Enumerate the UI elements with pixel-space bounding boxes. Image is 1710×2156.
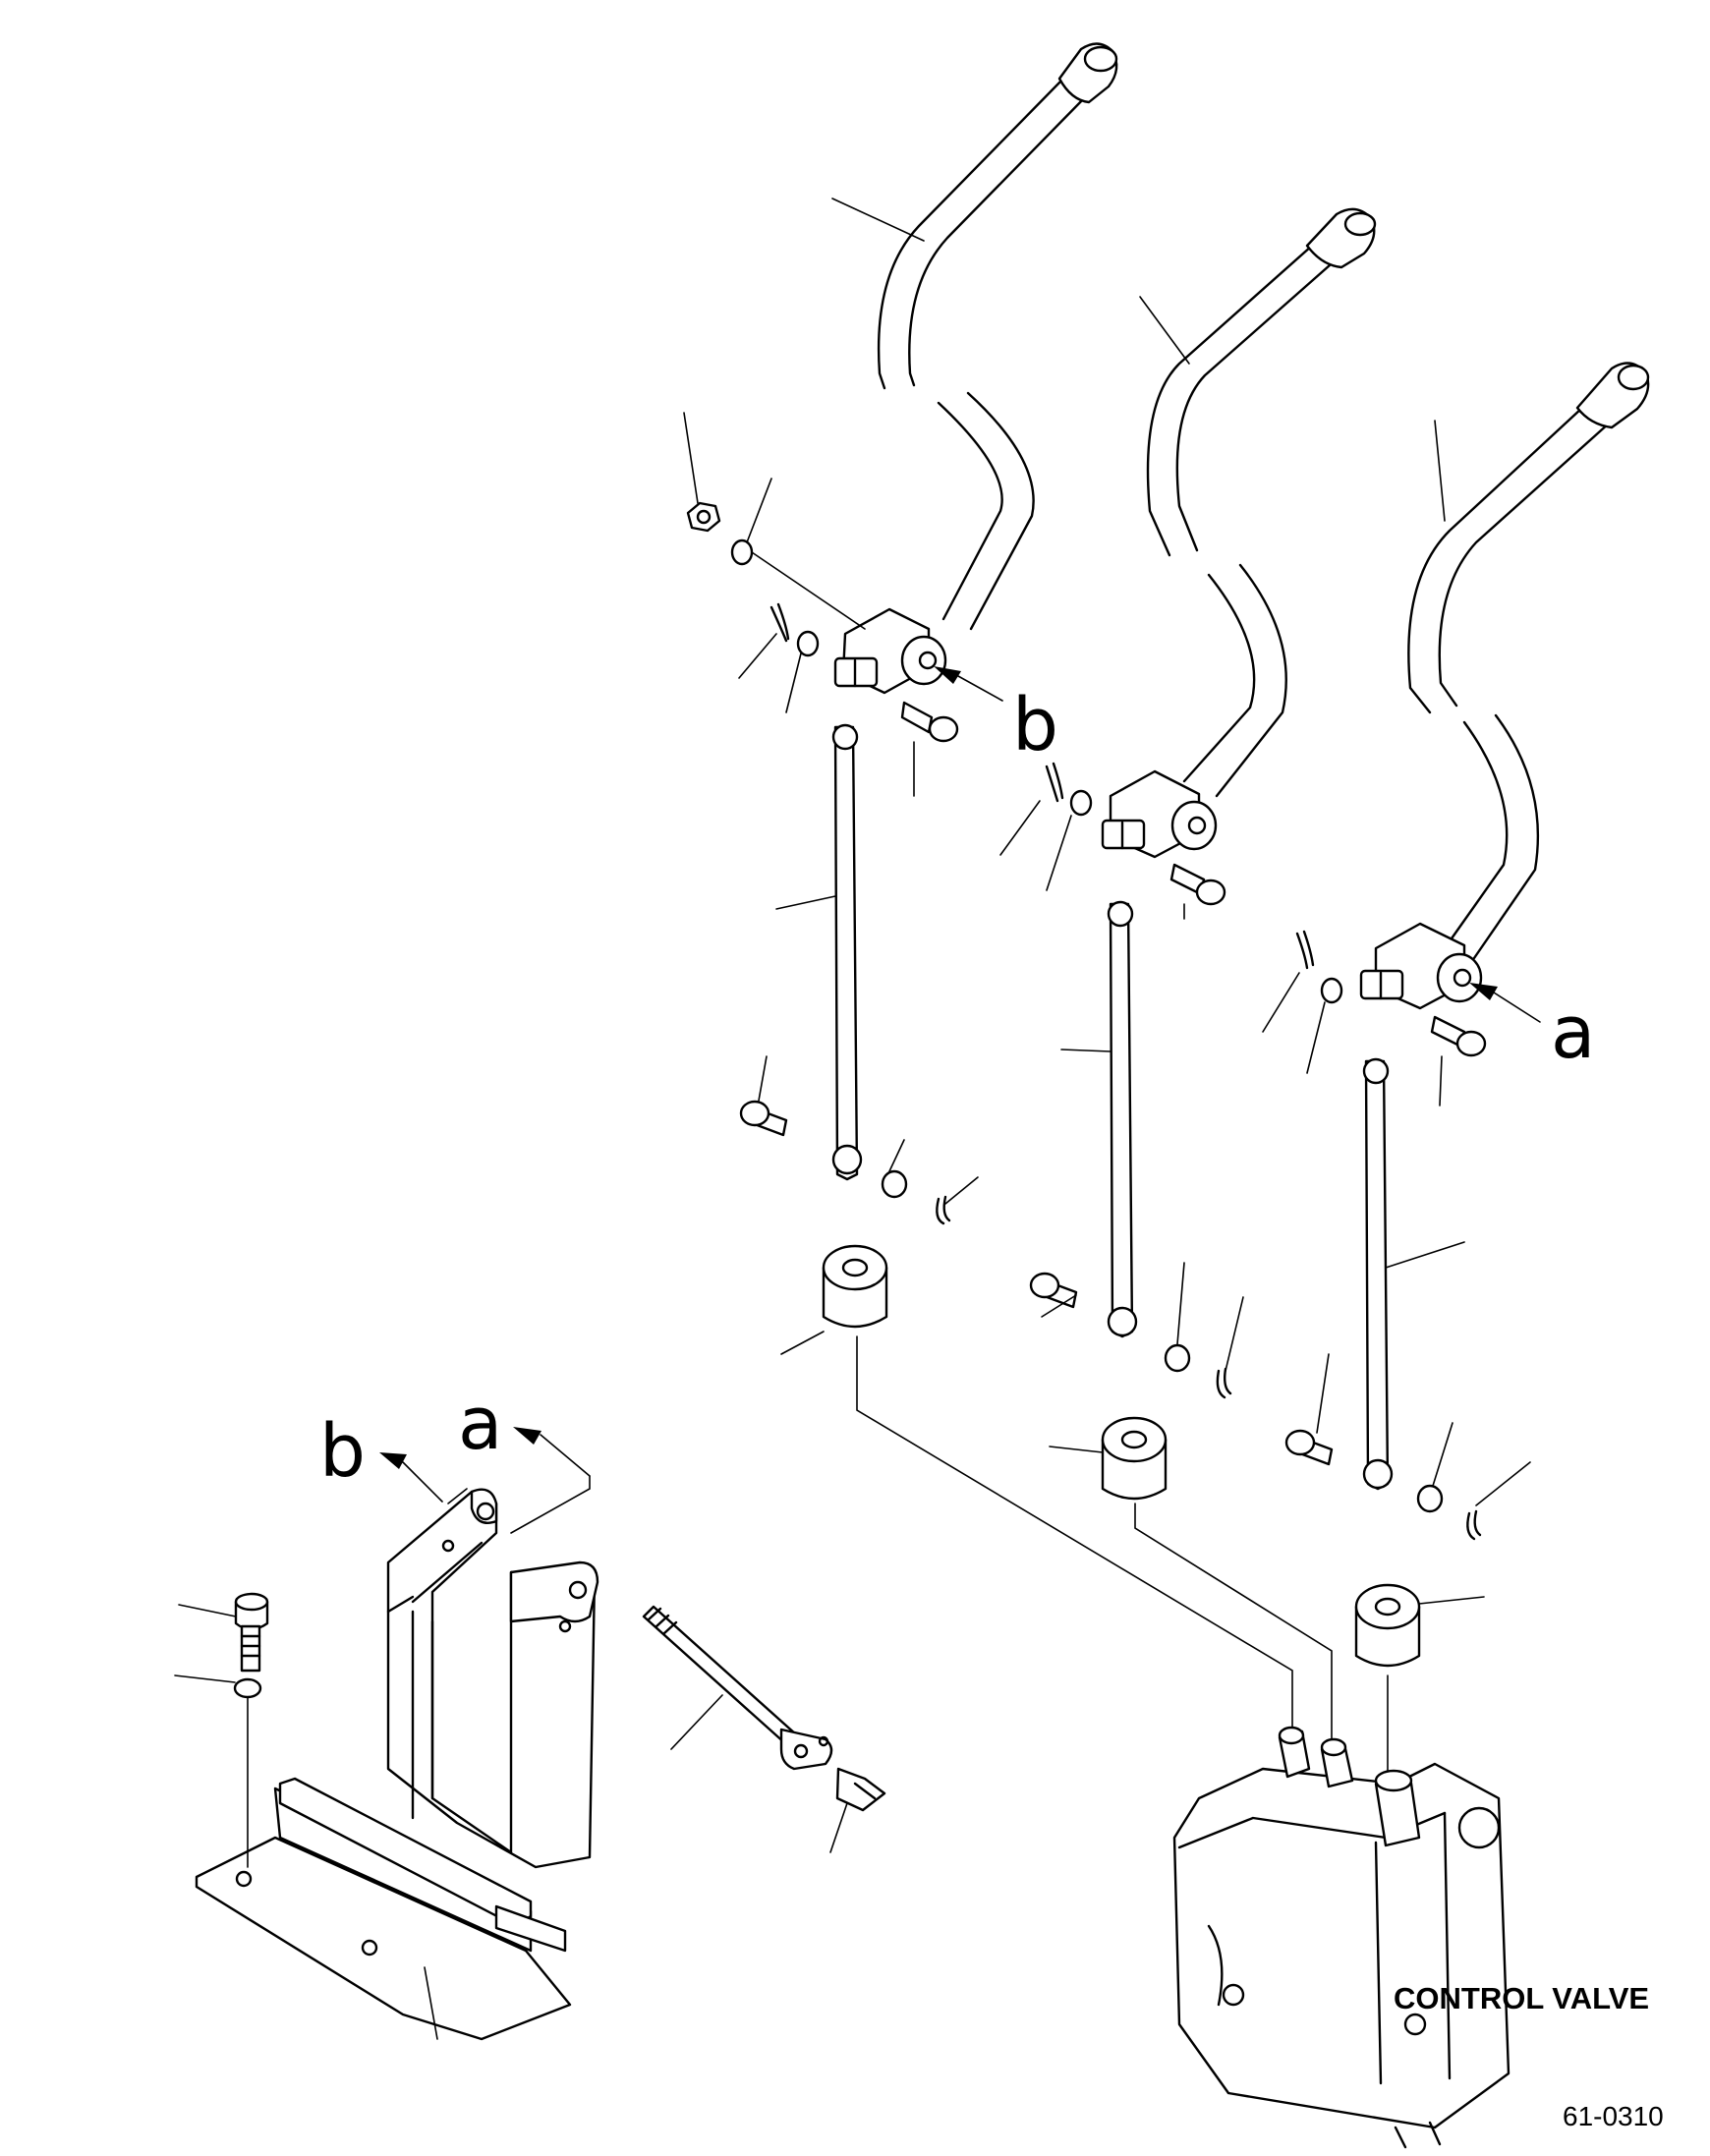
control-valve bbox=[1172, 1726, 1510, 2149]
callout-a-label: a bbox=[1551, 991, 1595, 1075]
control-lever-right bbox=[1359, 362, 1650, 1010]
hardware-set-lower bbox=[739, 1100, 1482, 1541]
callout-b-lever: b bbox=[934, 666, 1058, 767]
callout-b-label: b bbox=[1012, 683, 1058, 767]
dust-boots bbox=[822, 1244, 1421, 1668]
callout-a-lever: a bbox=[1469, 983, 1595, 1075]
link-rods bbox=[831, 723, 1394, 1491]
pivot-shaft bbox=[642, 1605, 886, 1812]
mounting-bolt-washer bbox=[233, 1592, 269, 1868]
control-lever-left bbox=[833, 42, 1118, 695]
leader-lines bbox=[174, 198, 1531, 2040]
control-valve-label: CONTROL VALVE bbox=[1394, 1981, 1650, 2015]
callout-a-bracket-label: a bbox=[458, 1382, 502, 1466]
callout-b-bracket-label: b bbox=[319, 1409, 366, 1494]
mounting-bracket bbox=[386, 1488, 599, 1869]
floor-plate bbox=[195, 1777, 572, 2041]
figure-number: 61-0310 bbox=[1563, 2101, 1664, 2131]
control-lever-middle bbox=[1101, 207, 1377, 859]
callout-b-bracket: b bbox=[319, 1409, 468, 1504]
assembly-guide-lines bbox=[856, 1335, 1389, 1780]
callout-a-bracket: a bbox=[458, 1382, 591, 1534]
hardware-set-upper bbox=[686, 501, 1487, 1057]
